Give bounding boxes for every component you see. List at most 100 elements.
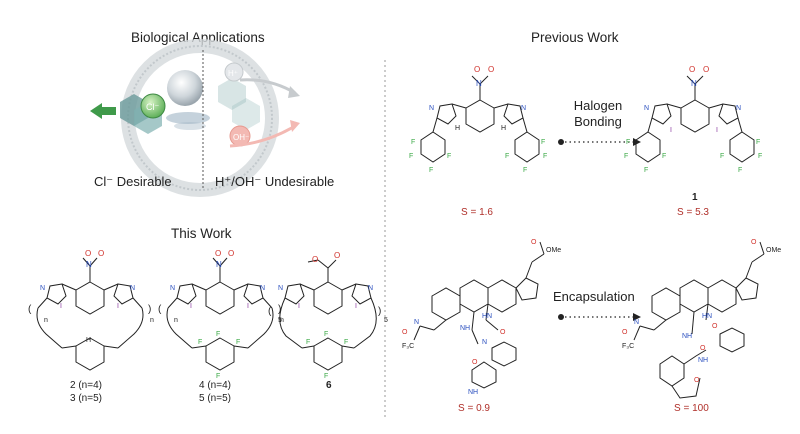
svg-text:O: O — [751, 239, 757, 246]
svg-text:O: O — [488, 65, 494, 74]
svg-text:OMe: OMe — [766, 247, 781, 254]
svg-text:H: H — [86, 337, 91, 344]
svg-text:n: n — [280, 317, 284, 324]
svg-text:F: F — [543, 153, 547, 160]
svg-text:O: O — [98, 249, 104, 258]
svg-text:O: O — [215, 249, 221, 258]
oh-ion-label: OH⁻ — [233, 133, 249, 142]
molecule-compound-4-5: O N O N N I I F F F F ( n ) n — [158, 249, 284, 380]
svg-text:F: F — [662, 153, 666, 160]
svg-text:O: O — [85, 249, 91, 258]
svg-text:F: F — [541, 139, 545, 146]
svg-text:O: O — [472, 359, 478, 366]
molecule-steroid-capsule: O OMe N F₃C O HN O NH O NH O — [622, 239, 781, 399]
svg-text:O: O — [531, 239, 537, 246]
svg-text:(: ( — [268, 306, 272, 317]
svg-text:F: F — [523, 167, 527, 174]
svg-text:HN: HN — [482, 313, 492, 320]
molecule-previous-h: O N O N N H H F F F F F F F F — [409, 65, 547, 174]
encapsulation-label: Encapsulation — [553, 289, 635, 304]
svg-text:): ) — [278, 304, 281, 315]
svg-text:O: O — [500, 329, 506, 336]
svg-text:N: N — [736, 105, 741, 112]
svg-text:NH: NH — [460, 325, 470, 332]
svg-text:F: F — [447, 153, 451, 160]
svg-text:I: I — [298, 303, 300, 310]
s-value-1: S = 1.6 — [461, 207, 493, 218]
svg-text:F: F — [324, 373, 328, 380]
molecule-compound-2-3: O N O N N I I H ( n ) n — [28, 249, 154, 371]
svg-text:5: 5 — [384, 317, 388, 324]
svg-text:F: F — [324, 331, 328, 338]
svg-text:F: F — [624, 153, 628, 160]
svg-text:F: F — [756, 139, 760, 146]
svg-text:I: I — [190, 303, 192, 310]
svg-text:N: N — [521, 105, 526, 112]
molecule-compound-6: O O N N I I F F F F ( 5 ) 5 — [268, 251, 388, 380]
molecule-steroid-open: O OMe N F₃C O HN O NH N O NH — [402, 239, 561, 396]
label-compound-5: 5 (n=5) — [199, 393, 231, 404]
svg-text:I: I — [355, 303, 357, 310]
svg-text:I: I — [60, 303, 62, 310]
svg-text:F: F — [505, 153, 509, 160]
biological-applications-title: Biological Applications — [131, 30, 265, 45]
svg-text:N: N — [429, 105, 434, 112]
svg-text:F: F — [344, 339, 348, 346]
svg-text:n: n — [44, 317, 48, 324]
svg-text:O: O — [402, 329, 408, 336]
s-value-2: S = 5.3 — [677, 207, 709, 218]
svg-text:): ) — [378, 306, 381, 317]
svg-text:OMe: OMe — [546, 247, 561, 254]
svg-text:N: N — [130, 285, 135, 292]
svg-text:F: F — [236, 339, 240, 346]
svg-text:F₃C: F₃C — [622, 343, 634, 350]
svg-text:F: F — [411, 139, 415, 146]
svg-text:I: I — [117, 303, 119, 310]
label-compound-4: 4 (n=4) — [199, 380, 231, 391]
halogen-bonding-label: Halogen Bonding — [563, 98, 633, 130]
svg-text:(: ( — [28, 304, 32, 315]
svg-text:O: O — [712, 323, 718, 330]
halogen-bonding-arrow — [558, 138, 641, 146]
svg-text:O: O — [694, 377, 700, 384]
svg-text:O: O — [474, 65, 480, 74]
svg-text:F: F — [429, 167, 433, 174]
svg-text:F: F — [216, 331, 220, 338]
svg-text:O: O — [334, 251, 340, 260]
svg-text:N: N — [170, 285, 175, 292]
svg-text:H: H — [455, 125, 460, 132]
svg-text:N: N — [644, 105, 649, 112]
label-compound-1: 1 — [692, 192, 698, 203]
svg-text:NH: NH — [682, 333, 692, 340]
svg-text:O: O — [622, 329, 628, 336]
this-work-title: This Work — [171, 226, 232, 241]
encapsulation-arrow — [558, 313, 641, 321]
svg-text:N: N — [368, 285, 373, 292]
svg-text:N: N — [278, 285, 283, 292]
svg-text:I: I — [670, 127, 672, 134]
svg-text:N: N — [216, 260, 222, 269]
hoh-undesirable-label: H⁺/OH⁻ Undesirable — [215, 174, 335, 189]
s-value-3: S = 0.9 — [458, 403, 490, 414]
svg-text:I: I — [247, 303, 249, 310]
svg-text:O: O — [312, 255, 318, 264]
previous-work-title: Previous Work — [531, 30, 619, 45]
svg-text:N: N — [86, 260, 92, 269]
svg-text:O: O — [689, 65, 695, 74]
svg-text:F: F — [644, 167, 648, 174]
svg-text:F: F — [626, 139, 630, 146]
svg-text:N: N — [414, 319, 419, 326]
svg-text:N: N — [482, 339, 487, 346]
svg-text:F: F — [409, 153, 413, 160]
svg-text:F: F — [720, 153, 724, 160]
svg-text:): ) — [148, 304, 151, 315]
svg-text:N: N — [634, 319, 639, 326]
cl-desirable-label: Cl⁻ Desirable — [94, 174, 172, 189]
label-compound-2: 2 (n=4) — [70, 380, 102, 391]
svg-text:F: F — [306, 339, 310, 346]
svg-text:F: F — [758, 153, 762, 160]
halogen-bonding-text: Halogen Bonding — [573, 98, 623, 129]
label-compound-6: 6 — [326, 380, 332, 391]
